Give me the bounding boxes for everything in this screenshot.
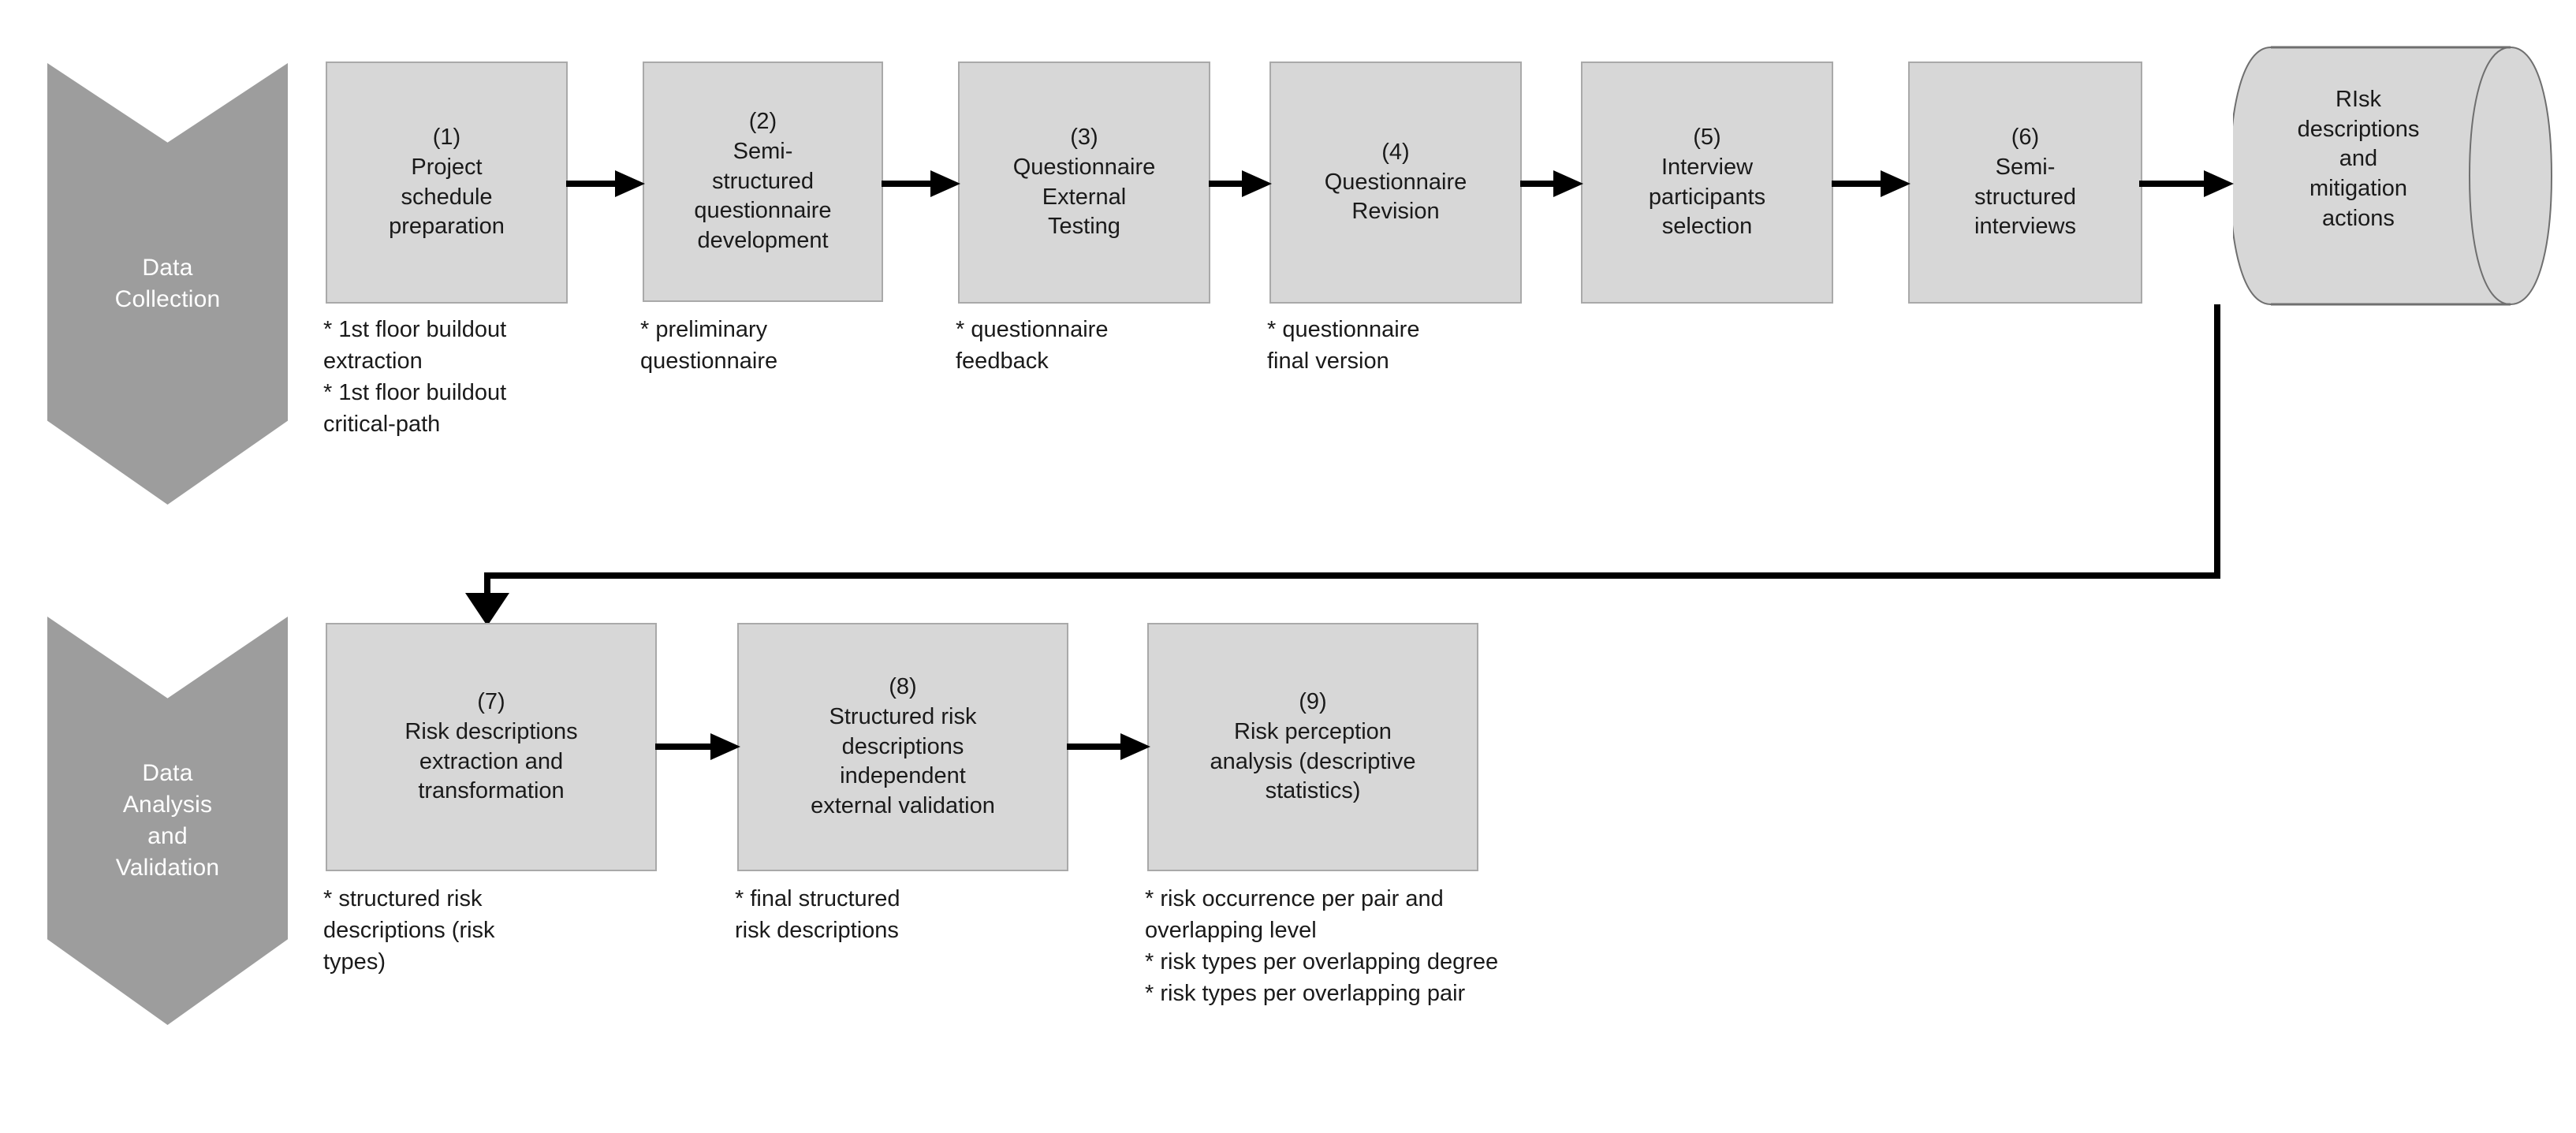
process-box-2[interactable]: (2) Semi- structured questionnaire devel… [643, 61, 883, 302]
arrow-8-to-9 [1067, 730, 1152, 767]
phase-band-data-collection: Data Collection [47, 63, 288, 505]
arrow-2-to-3 [882, 167, 962, 204]
process-box-1[interactable]: (1) Project schedule preparation [326, 61, 568, 304]
process-box-label: (6) Semi- structured interviews [1974, 125, 2076, 240]
arrow-6-to-datastore [2139, 167, 2235, 204]
outputs-list-9: * risk occurrence per pair and overlappi… [1145, 886, 1499, 1007]
process-box-label: (2) Semi- structured questionnaire devel… [694, 109, 832, 254]
process-box-label: (9) Risk perception analysis (descriptiv… [1210, 689, 1416, 804]
datastore-label: RIsk descriptions and mitigation actions [2297, 87, 2420, 231]
process-box-label: (3) Questionnaire External Testing [1012, 125, 1156, 240]
process-box-7[interactable]: (7) Risk descriptions extraction and tra… [326, 623, 657, 871]
phase-band-label: Data Analysis and Validation [115, 759, 220, 881]
process-box-3[interactable]: (3) Questionnaire External Testing [958, 61, 1210, 304]
risk-descriptions-datastore[interactable]: RIsk descriptions and mitigation actions [2228, 44, 2556, 307]
datastore-shape [2228, 46, 2553, 306]
process-box-9[interactable]: (9) Risk perception analysis (descriptiv… [1147, 623, 1478, 871]
connector-datastore-to-step-7 [442, 304, 2255, 632]
process-box-label: (4) Questionnaire Revision [1324, 139, 1467, 225]
arrow-1-to-2 [566, 167, 647, 204]
process-box-6[interactable]: (6) Semi- structured interviews [1908, 61, 2142, 304]
process-box-8[interactable]: (8) Structured risk descriptions indepen… [737, 623, 1068, 871]
outputs-list-3: * questionnaire feedback [956, 317, 1109, 375]
process-box-label: (7) Risk descriptions extraction and tra… [404, 689, 578, 804]
process-box-label: (8) Structured risk descriptions indepen… [811, 674, 995, 819]
outputs-list-8: * final structured risk descriptions [735, 886, 900, 944]
process-box-4[interactable]: (4) Questionnaire Revision [1269, 61, 1522, 304]
arrow-4-to-5 [1520, 167, 1585, 204]
arrow-3-to-4 [1209, 167, 1273, 204]
phase-band-label: Data Collection [114, 254, 221, 312]
outputs-list-4: * questionnaire final version [1267, 317, 1420, 375]
outputs-list-2: * preliminary questionnaire [640, 317, 778, 375]
outputs-list-7: * structured risk descriptions (risk typ… [323, 886, 495, 975]
arrow-5-to-6 [1832, 167, 1912, 204]
process-box-label: (1) Project schedule preparation [389, 125, 505, 240]
phase-band-data-analysis: Data Analysis and Validation [47, 617, 288, 1025]
process-box-label: (5) Interview participants selection [1648, 125, 1766, 240]
process-box-5[interactable]: (5) Interview participants selection [1581, 61, 1833, 304]
arrow-7-to-8 [655, 730, 742, 767]
outputs-list-1: * 1st floor buildout extraction * 1st fl… [323, 317, 507, 438]
